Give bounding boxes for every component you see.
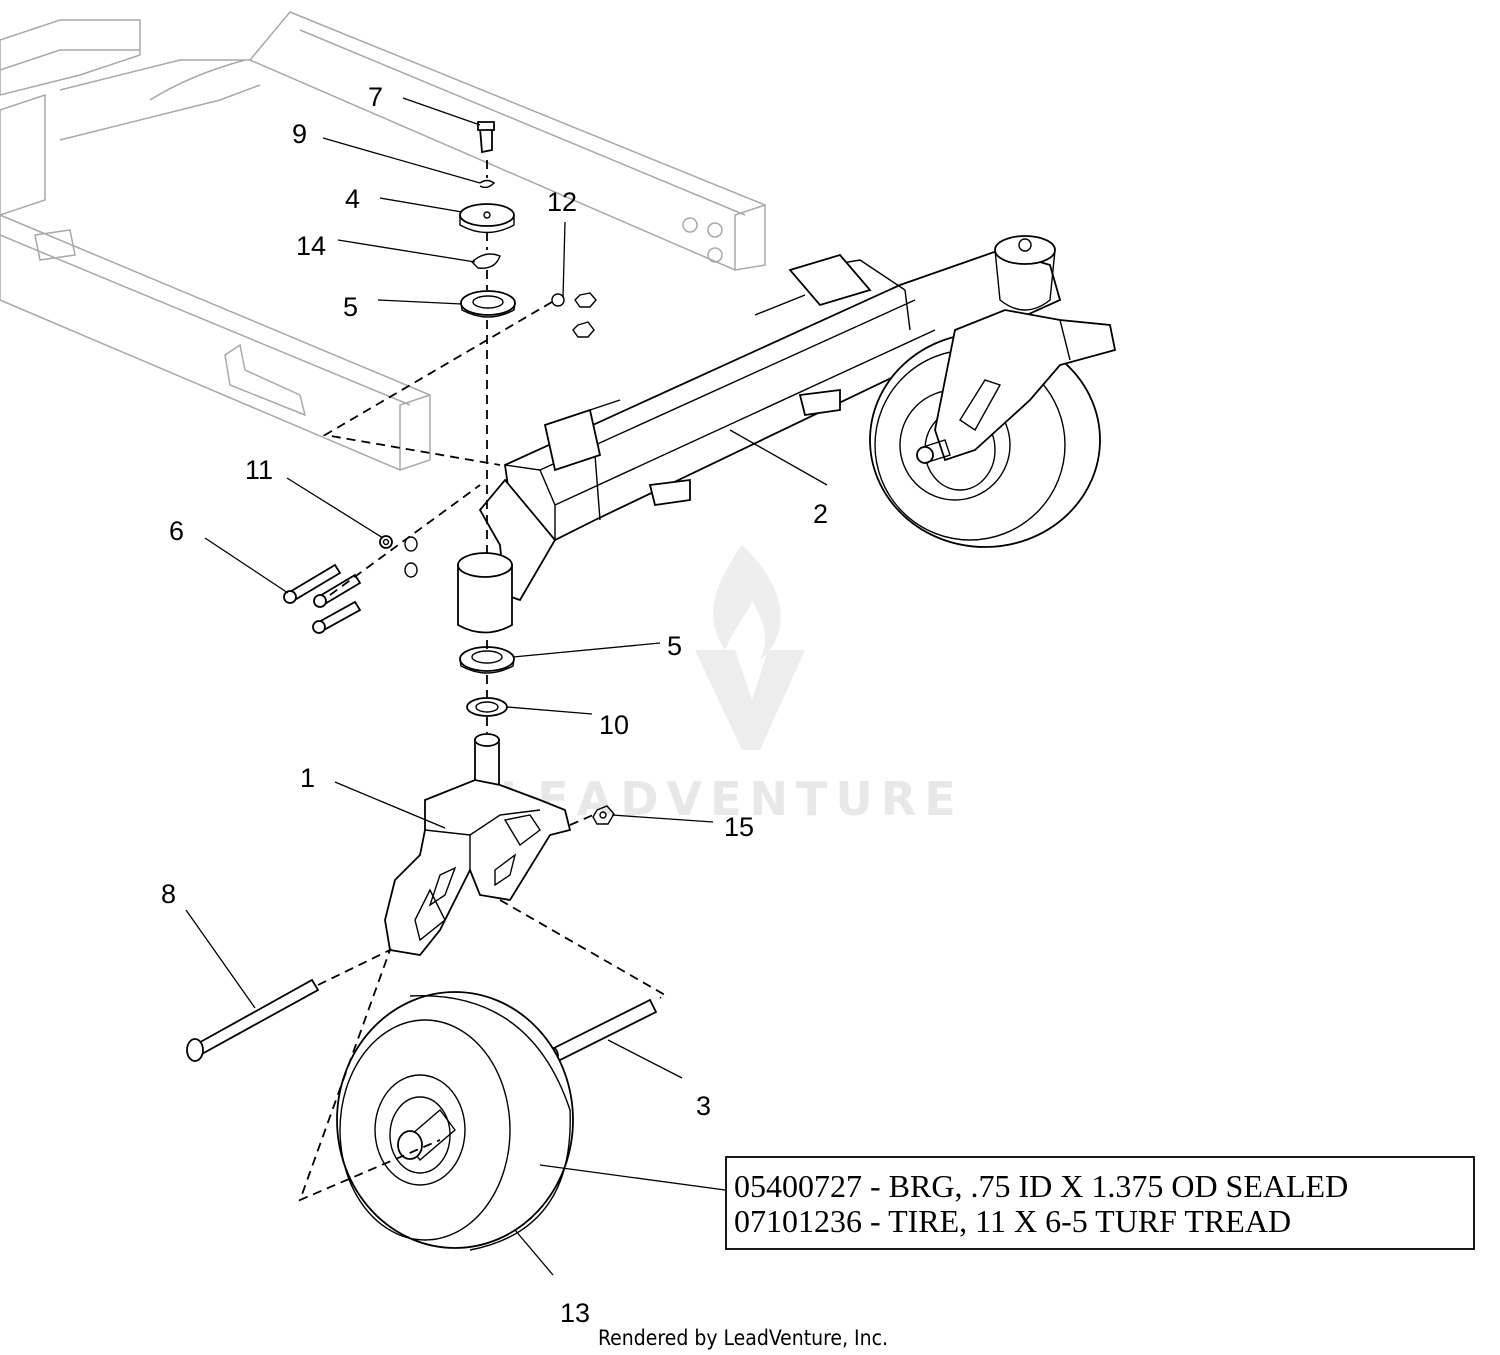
note-line-tire: 07101236 - TIRE, 11 X 6-5 TURF TREAD [734,1203,1291,1239]
note-line-bearing: 05400727 - BRG, .75 ID X 1.375 OD SEALED [734,1168,1348,1204]
callout-6: 6 [169,516,184,546]
callout-14: 14 [296,231,326,261]
axle-bolts [283,535,418,634]
callout-5-upper: 5 [343,292,358,322]
callout-12: 12 [547,187,577,217]
front-axle-part [478,235,1062,602]
callout-3: 3 [696,1091,711,1121]
spindle-tube [457,552,513,634]
callout-5-lower: 5 [667,631,682,661]
callout-8: 8 [161,879,176,909]
assembly-lines [298,160,667,1202]
watermark-v-icon [695,650,805,750]
watermark-text: LEADVENTURE [500,772,964,826]
callout-7: 7 [368,82,383,112]
caster-yoke-part [384,733,615,956]
callout-2: 2 [813,499,828,529]
leader-lines [185,97,828,1276]
watermark: LEADVENTURE [500,545,964,826]
callout-labels: 7 9 4 12 14 5 11 2 6 5 10 1 15 8 3 13 [161,82,828,1328]
parts-note-box: 05400727 - BRG, .75 ID X 1.375 OD SEALED… [725,1156,1475,1250]
right-caster-wheel [869,309,1117,548]
callout-9: 9 [292,119,307,149]
callout-15: 15 [724,812,754,842]
front-wheel-part [336,991,574,1251]
callout-13: 13 [560,1298,590,1328]
watermark-flame-icon [713,545,781,660]
mower-frame-ghost [0,11,766,471]
callout-10: 10 [599,710,629,740]
callout-1: 1 [300,763,315,793]
top-hardware-stack [459,121,597,338]
spacer-tube-part [547,998,658,1065]
callout-4: 4 [345,184,360,214]
footer-credit: Rendered by LeadVenture, Inc. [598,1326,888,1350]
callout-11: 11 [245,455,273,485]
axle-pin-part [186,978,320,1062]
